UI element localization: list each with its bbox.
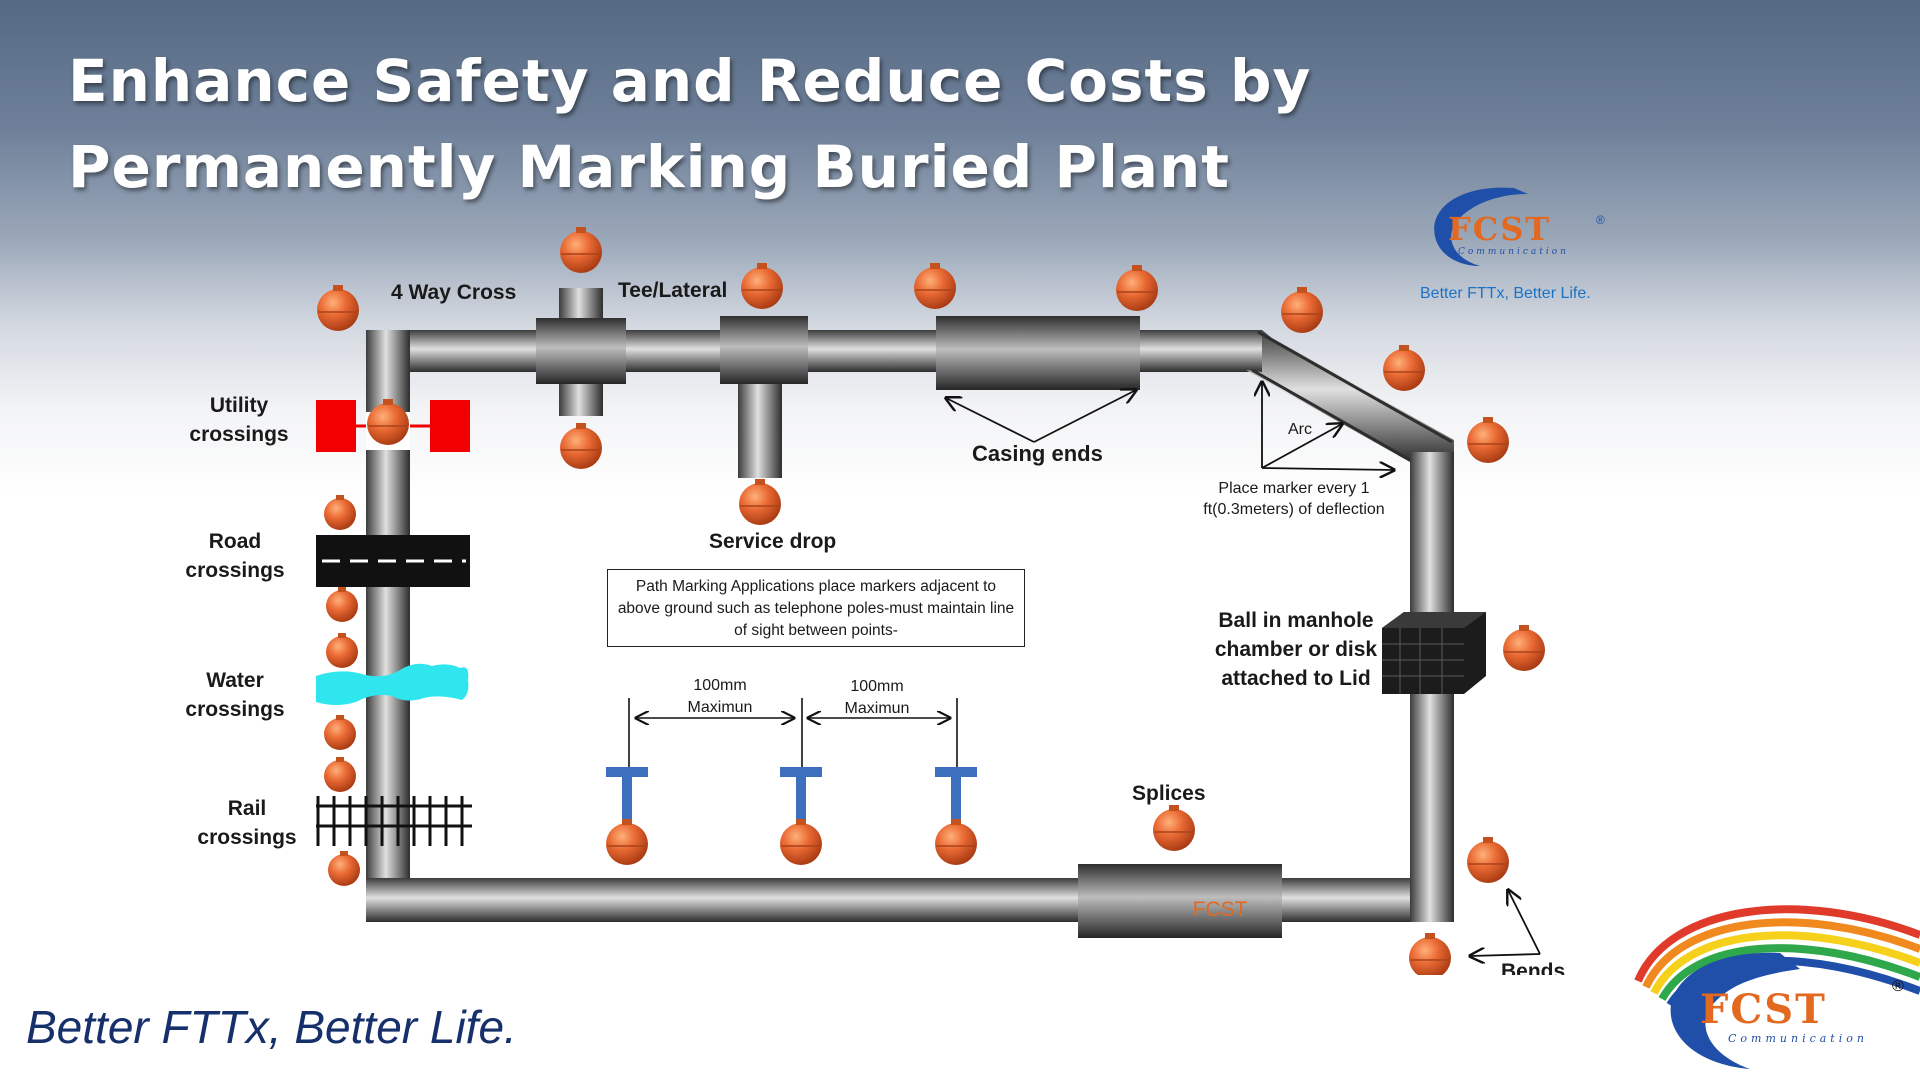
tee-lateral-fitting xyxy=(720,316,808,478)
marker-ball xyxy=(1409,933,1451,979)
marker-ball xyxy=(367,399,409,445)
label-splices: Splices xyxy=(1132,782,1206,805)
label-arc: Arc xyxy=(1288,421,1312,438)
path-marking-note: Path Marking Applications place markers … xyxy=(607,569,1025,647)
marker-poles xyxy=(606,767,977,819)
logo-top-sub: Communication xyxy=(1458,247,1569,257)
label-service-drop: Service drop xyxy=(709,530,837,553)
marker-ball xyxy=(324,715,356,750)
marker-balls xyxy=(317,227,1545,979)
marker-ball xyxy=(560,227,602,273)
logo-top: FCST Communication ® xyxy=(1418,180,1618,300)
label-casing-ends: Casing ends xyxy=(972,441,1103,466)
label-tee-lateral: Tee/Lateral xyxy=(618,279,728,302)
deflection-arrows xyxy=(1262,382,1394,470)
marker-ball xyxy=(739,479,781,525)
marker-ball xyxy=(560,423,602,469)
marker-ball xyxy=(780,819,822,865)
logo-top-word: FCST xyxy=(1448,210,1551,248)
water-crossing xyxy=(316,663,469,705)
marker-ball xyxy=(324,495,356,530)
manhole-chamber xyxy=(1382,612,1486,694)
marker-ball xyxy=(324,757,356,792)
footer-bar xyxy=(0,975,1920,1081)
bends-arrows xyxy=(1470,890,1541,956)
marker-ball xyxy=(1116,265,1158,311)
rail-crossing xyxy=(316,796,472,846)
label-road-crossings: Road crossings xyxy=(185,530,285,582)
spacing-indicators xyxy=(628,698,958,772)
marker-ball xyxy=(1503,625,1545,671)
label-water-crossings: Water crossings xyxy=(185,669,285,721)
logo-top-tagline: Better FTTx, Better Life. xyxy=(1420,285,1591,302)
label-manhole: Ball in manhole chamber or disk attached… xyxy=(1214,609,1378,690)
marker-ball xyxy=(317,285,359,331)
casing-top xyxy=(936,316,1140,390)
label-utility-crossings: Utility crossings xyxy=(189,394,289,446)
footer-logo-reg: ® xyxy=(1892,978,1904,995)
title-line-2: Permanently Marking Buried Plant xyxy=(68,133,1231,201)
marker-ball xyxy=(935,819,977,865)
spacing-value-1: 100mm xyxy=(693,677,747,694)
label-four-way-cross: 4 Way Cross xyxy=(391,281,517,304)
four-way-cross-fitting xyxy=(536,288,626,416)
marker-ball xyxy=(326,633,358,668)
casing-ends-arrows xyxy=(946,390,1136,443)
footer-logo-rainbow-icon: FCST Communication ® xyxy=(1634,905,1920,1069)
marker-ball xyxy=(328,851,360,886)
footer-logo: FCST Communication ® xyxy=(1630,895,1920,1081)
marker-ball xyxy=(1467,837,1509,883)
spacing-unit-1: Maximun xyxy=(687,699,753,716)
spacing-unit-2: Maximun xyxy=(844,700,910,717)
road-crossing xyxy=(316,535,470,587)
marker-ball xyxy=(1467,417,1509,463)
spacing-value-2: 100mm xyxy=(850,678,904,695)
label-place-marker: Place marker every 1 ft(0.3meters) of de… xyxy=(1203,480,1385,518)
footer-logo-word: FCST xyxy=(1700,986,1827,1033)
marker-ball xyxy=(914,263,956,309)
marker-ball xyxy=(1383,345,1425,391)
casing-bottom xyxy=(1078,864,1282,938)
casing-brand: FCST xyxy=(1193,898,1248,921)
marker-ball xyxy=(606,819,648,865)
footer-logo-sub: Communication xyxy=(1728,1032,1868,1045)
logo-top-reg: ® xyxy=(1596,213,1605,227)
label-rail-crossings: Rail crossings xyxy=(197,797,297,849)
marker-ball xyxy=(1281,287,1323,333)
logo-swoosh-icon: FCST Communication ® xyxy=(1434,187,1605,266)
marker-ball xyxy=(1153,805,1195,851)
footer-slogan: Better FTTx, Better Life. xyxy=(26,1001,517,1053)
title-line-1: Enhance Safety and Reduce Costs by xyxy=(68,47,1312,115)
marker-ball xyxy=(326,587,358,622)
marker-ball xyxy=(741,263,783,309)
slide-title: Enhance Safety and Reduce Costs by Perma… xyxy=(68,38,1368,210)
